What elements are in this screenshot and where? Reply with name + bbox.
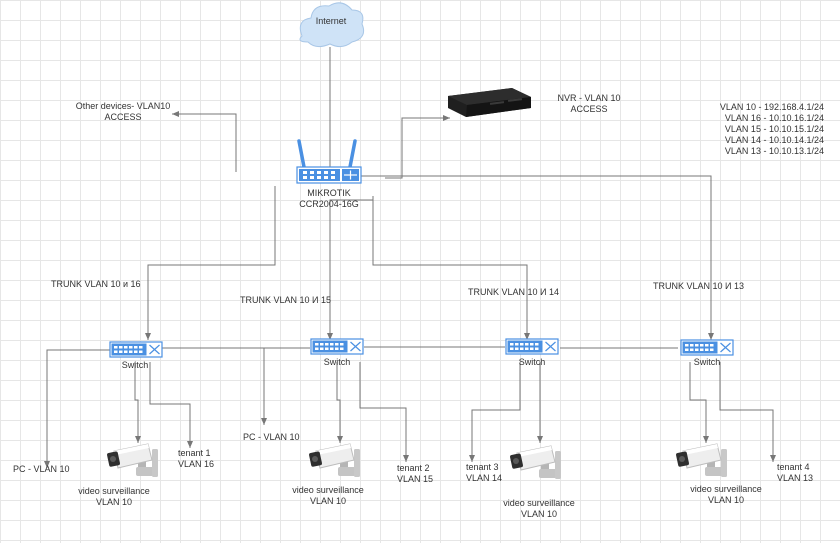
pc-2-label: PC - VLAN 10 (243, 432, 300, 442)
link-router-switch3 (372, 196, 530, 340)
link-switch1-pc (44, 349, 110, 468)
other-devices-line2: ACCESS (104, 112, 142, 122)
camera-3-icon (509, 445, 562, 480)
tenant-1-line2: VLAN 16 (178, 459, 215, 469)
link-router-nvr (385, 115, 450, 179)
tenant-4-line1: tenant 4 (777, 462, 810, 472)
switch-4-label: Switch (693, 357, 721, 367)
camera-4-icon (675, 443, 728, 478)
tenant-2-line1: tenant 2 (397, 463, 430, 473)
nvr-label-line2: ACCESS (570, 104, 608, 114)
link-router-other-devices (172, 111, 237, 172)
router-label: MIKROTIK CCR2004-16G (283, 188, 375, 210)
link-switch4-pc (689, 362, 709, 443)
router-model-line1: MIKROTIK (307, 188, 351, 198)
switch-3-icon (505, 338, 559, 355)
link-switch1-camera (134, 362, 141, 443)
vlan-list-item: VLAN 16 - 10.10.16.1/24 (724, 113, 824, 123)
link-switch2-camera (336, 362, 343, 443)
camera-4-label: video surveillance VLAN 10 (680, 484, 772, 506)
nvr-icon (448, 88, 531, 117)
switch-4-icon (680, 339, 734, 356)
switch-2-label: Switch (323, 357, 351, 367)
nvr-label-line1: NVR - VLAN 10 (557, 93, 621, 103)
camera-1-line2: VLAN 10 (95, 497, 133, 507)
router-model-line2: CCR2004-16G (299, 199, 359, 209)
camera-1-icon (106, 443, 159, 478)
tenant-3-line1: tenant 3 (466, 462, 499, 472)
trunk-label-1: TRUNK VLAN 10 и 16 (51, 279, 141, 289)
nvr-label: NVR - VLAN 10 ACCESS (546, 93, 632, 115)
router-icon (296, 139, 362, 184)
link-switch-chain (162, 346, 678, 349)
other-devices-label: Other devices- VLAN10 ACCESS (66, 101, 180, 123)
tenant-1-line1: tenant 1 (178, 448, 211, 458)
internet-label: Internet (315, 16, 347, 26)
switch-2-icon (310, 338, 364, 355)
trunk-label-4: TRUNK VLAN 10 И 13 (653, 281, 745, 291)
link-router-switch4 (360, 175, 714, 340)
vlan-list-item: VLAN 13 - 10.10.13.1/24 (724, 146, 824, 156)
link-switch4-tenant (719, 362, 776, 462)
other-devices-line1: Other devices- VLAN10 (75, 101, 171, 111)
link-router-switch1 (145, 186, 276, 340)
link-switch2-pc (261, 347, 310, 425)
tenant-2-label: tenant 2 VLAN 15 (397, 463, 433, 485)
switch-1-icon (109, 341, 163, 358)
vlan-address-list: VLAN 10 - 192.168.4.1/24 VLAN 16 - 10.10… (700, 102, 824, 157)
link-router-switch2 (327, 196, 374, 340)
camera-4-line2: VLAN 10 (707, 495, 745, 505)
camera-2-icon (308, 443, 361, 478)
tenant-1-label: tenant 1 VLAN 16 (178, 448, 214, 470)
camera-1-label: video surveillance VLAN 10 (68, 486, 160, 508)
trunk-label-2: TRUNK VLAN 10 И 15 (240, 295, 332, 305)
tenant-3-line2: VLAN 14 (466, 473, 503, 483)
link-switch3-pc (469, 362, 521, 462)
camera-2-line2: VLAN 10 (309, 496, 347, 506)
cloud-icon (299, 2, 365, 48)
switch-1-label: Switch (121, 360, 149, 370)
tenant-4-line2: VLAN 13 (777, 473, 814, 483)
link-switch2-tenant (359, 362, 409, 462)
camera-2-line1: video surveillance (292, 485, 364, 495)
pc-1-label: PC - VLAN 10 (13, 464, 70, 474)
camera-1-line1: video surveillance (78, 486, 150, 496)
connectors (44, 47, 776, 468)
vlan-list-item: VLAN 14 - 10.10.14.1/24 (724, 135, 824, 145)
tenant-2-line2: VLAN 15 (397, 474, 434, 484)
vlan-list-item: VLAN 15 - 10.10.15.1/24 (724, 124, 824, 134)
camera-4-line1: video surveillance (690, 484, 762, 494)
tenant-3-label: tenant 3 VLAN 14 (466, 462, 502, 484)
camera-3-line1: video surveillance (503, 498, 575, 508)
tenant-4-label: tenant 4 VLAN 13 (777, 462, 813, 484)
link-switch1-tenant (149, 362, 193, 448)
camera-3-label: video surveillance VLAN 10 (493, 498, 585, 520)
camera-2-label: video surveillance VLAN 10 (282, 485, 374, 507)
switch-3-label: Switch (518, 357, 546, 367)
camera-3-line2: VLAN 10 (520, 509, 558, 519)
trunk-label-3: TRUNK VLAN 10 И 14 (468, 287, 560, 297)
vlan-list-item: VLAN 10 - 192.168.4.1/24 (719, 102, 824, 112)
